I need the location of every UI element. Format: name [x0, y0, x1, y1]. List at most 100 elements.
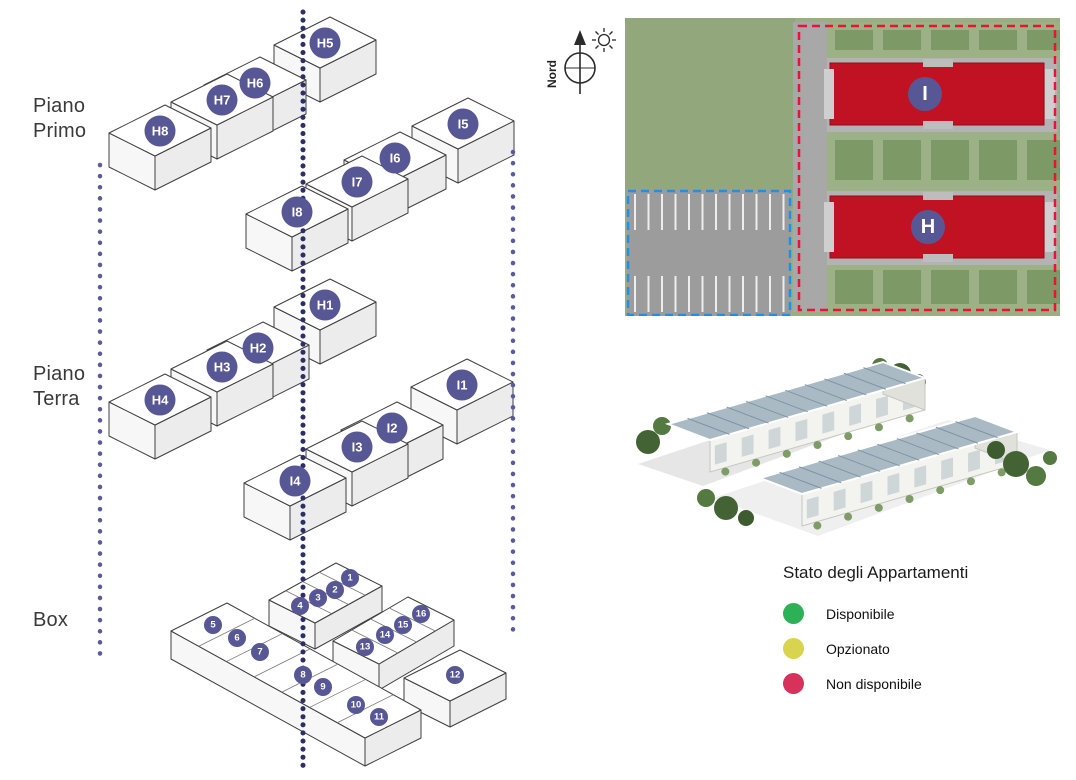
plan-hedge: [931, 30, 969, 50]
box-badge-4-circle: [291, 597, 309, 615]
tree-icon: [714, 496, 738, 520]
site-plan: IH: [625, 18, 1060, 316]
box-badge-13[interactable]: 13: [356, 638, 374, 656]
render-window: [741, 434, 754, 457]
unit-badge-H7[interactable]: H7: [206, 84, 238, 116]
unit-badge-I8-circle: [281, 196, 313, 228]
tree-icon: [987, 441, 1005, 459]
unit-badge-I4-circle: [279, 465, 311, 497]
box-badge-10[interactable]: 10: [347, 696, 365, 714]
box-badge-6[interactable]: 6: [228, 629, 246, 647]
roof-panel-line: [843, 372, 887, 390]
bush-icon: [813, 441, 822, 449]
unit-badge-I3-label: I3: [352, 440, 363, 455]
unit-badge-H5-circle: [309, 27, 341, 59]
compass-rose: Nord: [545, 28, 616, 94]
unit-badge-I4[interactable]: I4: [279, 465, 311, 497]
garage-division-line: [253, 648, 311, 678]
render-window: [860, 480, 873, 504]
plan-hedge: [979, 30, 1017, 50]
unit-badge-H5[interactable]: H5: [309, 27, 341, 59]
render-window: [849, 403, 862, 426]
roof-panel-line: [706, 412, 750, 430]
box-badge-7[interactable]: 7: [251, 643, 269, 661]
box-badge-8[interactable]: 8: [294, 666, 312, 684]
box-badge-9[interactable]: 9: [314, 678, 332, 696]
unit-badge-H5-label: H5: [317, 36, 334, 51]
plan-hedge: [883, 140, 921, 180]
box-badge-16[interactable]: 16: [412, 605, 430, 623]
garage-division-line: [370, 618, 417, 643]
unit-badge-H1[interactable]: H1: [309, 289, 341, 321]
plan-hedge: [931, 270, 969, 304]
plan-parking: [627, 190, 791, 316]
box-badge-13-circle: [356, 638, 374, 656]
unit-badge-H6-circle: [239, 67, 271, 99]
buildings-3d-render: [636, 358, 1057, 536]
unit-badge-I6-circle: [379, 142, 411, 174]
box-badge-15[interactable]: 15: [394, 616, 412, 634]
box-badge-3[interactable]: 3: [309, 589, 327, 607]
bush-icon: [721, 467, 730, 476]
bush-icon: [874, 503, 883, 512]
box-badge-8-label: 8: [300, 670, 305, 681]
unit-badge-H6[interactable]: H6: [239, 67, 271, 99]
sun-icon: [592, 28, 616, 52]
box-badge-2[interactable]: 2: [326, 581, 344, 599]
box-badge-13-label: 13: [360, 642, 371, 653]
box-badge-5[interactable]: 5: [204, 616, 222, 634]
garage-division-line: [302, 581, 349, 605]
box-badge-14[interactable]: 14: [376, 626, 394, 644]
roof-panel-line: [818, 460, 861, 478]
tree-icon: [738, 510, 754, 526]
unit-badge-I4-label: I4: [290, 474, 302, 489]
unit-badge-I5-circle: [447, 108, 479, 140]
bush-icon: [966, 477, 975, 486]
lot-boundary-dashed: [797, 24, 1057, 312]
unit-badge-I7[interactable]: I7: [341, 166, 373, 198]
roof-panel-line: [857, 449, 900, 467]
building-badge-H[interactable]: H: [911, 210, 945, 244]
unit-badge-H8-label: H8: [152, 124, 169, 139]
projection-lines: [97, 9, 516, 775]
unit-badge-I1-circle: [446, 369, 478, 401]
bush-icon: [782, 449, 791, 458]
bush-icon: [905, 414, 914, 423]
legend-label-unavailable: Non disponibile: [826, 675, 922, 692]
plan-building-i-endcap: [1045, 69, 1055, 119]
box-badge-16-circle: [412, 605, 430, 623]
render-window: [768, 426, 781, 450]
unit-badge-I8[interactable]: I8: [281, 196, 313, 228]
floor-label-box: Box: [33, 609, 69, 631]
box-badge-4[interactable]: 4: [291, 597, 309, 615]
legend-item-available: Disponibile: [783, 603, 968, 624]
plan-building-h-notch: [923, 192, 953, 200]
garage-division-line: [337, 694, 394, 724]
plan-hedge: [883, 270, 921, 304]
roof-panel-line: [726, 406, 769, 424]
unit-badge-I1-label: I1: [457, 378, 468, 393]
box-badge-12[interactable]: 12: [446, 666, 464, 684]
unit-badge-I3[interactable]: I3: [341, 431, 373, 463]
roof-panel-line: [765, 395, 808, 413]
tree-icon: [697, 489, 715, 507]
building-badge-I[interactable]: I: [908, 77, 942, 111]
building-badge-label: H: [921, 216, 935, 238]
render-building-roof: [664, 360, 929, 442]
roof-panel-line: [785, 389, 828, 407]
unit-badge-H2[interactable]: H2: [242, 332, 274, 364]
box-badge-10-circle: [347, 696, 365, 714]
unit-badge-I6[interactable]: I6: [379, 142, 411, 174]
unit-badge-I2[interactable]: I2: [376, 412, 408, 444]
box-badge-1[interactable]: 1: [341, 569, 359, 587]
unit-badge-H7-circle: [206, 84, 238, 116]
unit-badge-H4[interactable]: H4: [144, 384, 176, 416]
roof-panel-line: [838, 454, 881, 472]
unit-badge-H8[interactable]: H8: [144, 115, 176, 147]
box-badge-11[interactable]: 11: [370, 708, 388, 726]
unit-badge-I1[interactable]: I1: [446, 369, 478, 401]
unit-badge-H3[interactable]: H3: [206, 351, 238, 383]
unit-badge-I5[interactable]: I5: [447, 108, 479, 140]
